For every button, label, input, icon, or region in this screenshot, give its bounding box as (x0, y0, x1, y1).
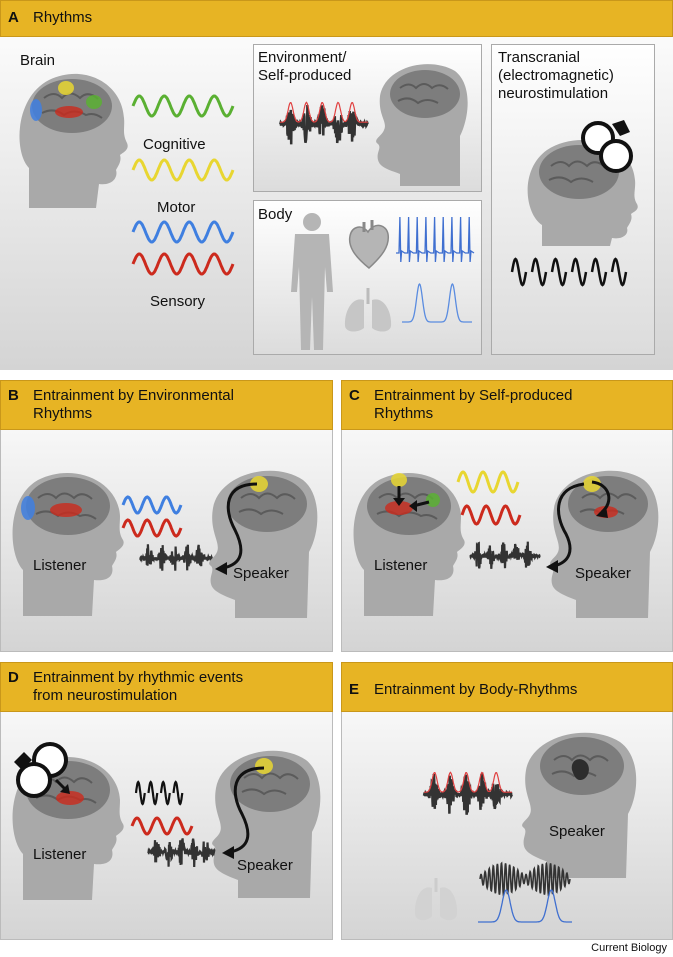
sensory-wave (131, 252, 235, 276)
respiration-trace (402, 283, 472, 323)
lungs-icon (344, 288, 392, 332)
panel-d-title: Entrainment by rhythmic events from neur… (33, 669, 244, 704)
panel-d-red-wave (130, 816, 194, 836)
panel-e-speech-waveform (422, 771, 513, 815)
cognitive-label: Cognitive (143, 136, 206, 153)
speech-waveform (279, 101, 369, 145)
panel-a-header (0, 0, 673, 37)
panel-c-letter: C (349, 387, 360, 404)
heart-icon (348, 220, 390, 269)
panel-d-pulse-train (134, 780, 184, 806)
tms-coil-icon (581, 120, 633, 173)
sensory-region (55, 106, 83, 118)
panel-d-tms-coil-icon (14, 742, 68, 798)
motor-region (58, 81, 74, 95)
panel-c-speech-waveform (469, 541, 541, 569)
panel-b-letter: B (8, 387, 19, 404)
panel-d-speech-waveform (147, 838, 220, 868)
panel-c-title: Entrainment by Self-produced Rhythms (374, 387, 573, 422)
panel-e-letter: E (349, 681, 360, 698)
transcranial-label: Transcranial (electromagnetic) neurostim… (498, 49, 614, 102)
panel-c-speaker-label: Speaker (575, 565, 631, 582)
speaker-head (209, 470, 318, 618)
panel-b-speech-waveform (139, 544, 214, 571)
motor-label: Motor (157, 199, 196, 216)
panel-d-header (0, 662, 333, 712)
environment-head (376, 64, 468, 186)
listener-head (12, 472, 124, 616)
panel-e-amplitude-modulation (479, 861, 571, 897)
panel-c-yellow-wave (456, 470, 520, 494)
panel-d-speaker-label: Speaker (237, 857, 293, 874)
cognitive-region (86, 95, 102, 109)
environment-label: Environment/ Self-produced (258, 49, 352, 84)
panel-b-blue-wave (121, 495, 183, 515)
panel-e-speaker-label: Speaker (549, 823, 605, 840)
motor-wave (131, 158, 235, 182)
brain-label: Brain (20, 52, 56, 69)
panel-d-letter: D (8, 669, 19, 686)
panel-e-title: Entrainment by Body-Rhythms (374, 681, 578, 698)
panel-c-red-wave (460, 504, 522, 526)
panel-b-title: Entrainment by Environmental Rhythms (33, 387, 234, 422)
panel-c-arrows (546, 480, 611, 573)
panel-b-header (0, 380, 333, 430)
journal-credit: Current Biology (591, 942, 667, 954)
human-body-silhouette (291, 213, 333, 350)
panel-e-lungs-icon (414, 878, 458, 921)
panel-a-title: Rhythms (33, 9, 93, 26)
panel-b-red-wave (121, 518, 183, 538)
panel-b-arrow (215, 482, 258, 575)
panel-e-header (341, 662, 673, 712)
ecg-trace (396, 216, 475, 263)
cognitive-wave (131, 94, 235, 118)
sensory-label: Sensory (150, 293, 206, 310)
panel-d-listener-label: Listener (33, 846, 87, 863)
brain-head-illustration (19, 73, 128, 208)
auditory-region (30, 99, 42, 121)
panel-c-header (341, 380, 673, 430)
panel-c-listener-head (353, 472, 465, 616)
panel-d-arrow (222, 766, 265, 859)
body-label: Body (258, 206, 293, 223)
auditory-wave (131, 220, 235, 244)
panel-b-listener-label: Listener (33, 557, 87, 574)
stimulation-pulse-train (510, 257, 628, 287)
panel-b-speaker-label: Speaker (233, 565, 289, 582)
panel-a-letter: A (8, 9, 19, 26)
panel-e-speaker-head (522, 732, 637, 878)
panel-c-listener-label: Listener (374, 557, 428, 574)
panel-e-respiration-trace (478, 889, 572, 923)
